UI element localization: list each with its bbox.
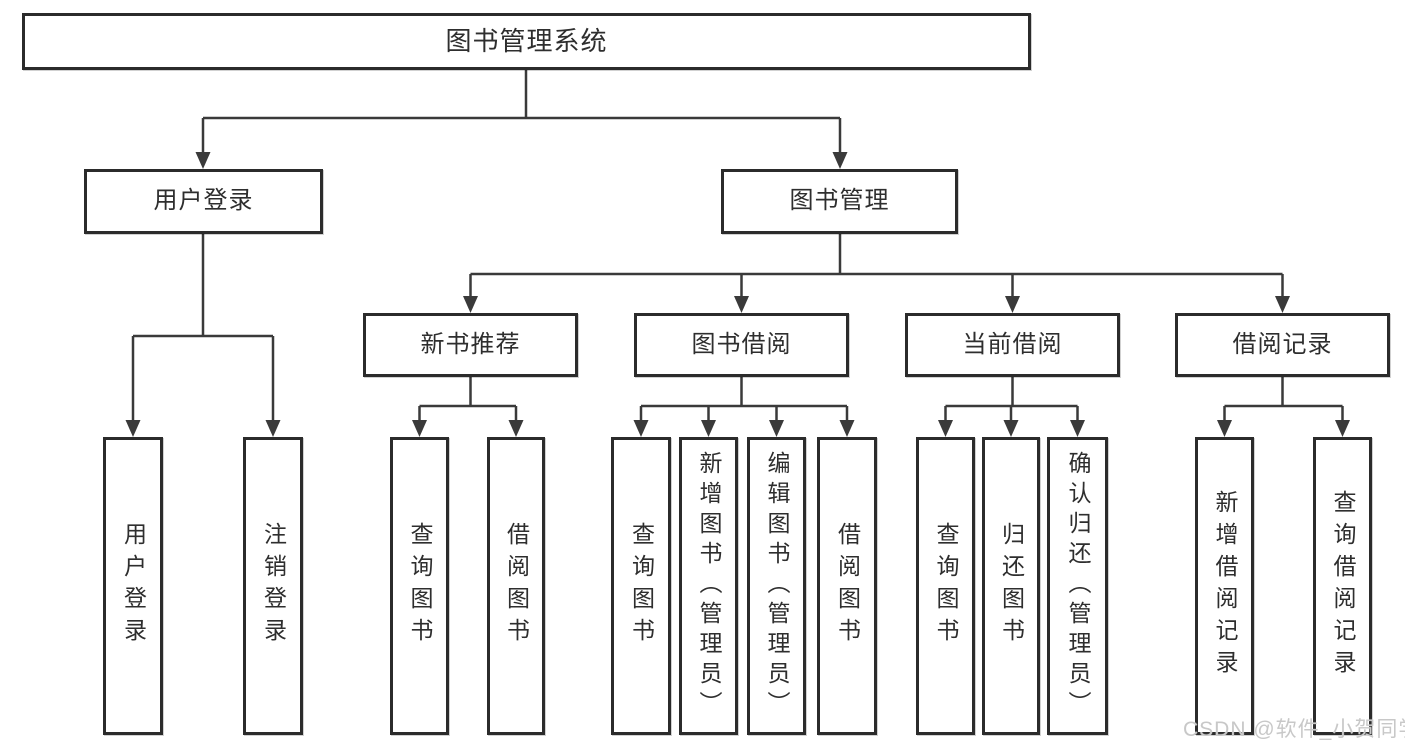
node-user-login: 用户登录	[84, 169, 323, 234]
node-bb-borrow-books: 借阅图书	[817, 437, 877, 735]
node-nb-query-books: 查询图书	[390, 437, 449, 735]
node-cb-query-books: 查询图书	[916, 437, 975, 735]
node-bb-query-books: 查询图书	[611, 437, 671, 735]
node-leaf-logout: 注销登录	[243, 437, 303, 735]
node-bb-add-books-admin: 新增图书（管理员）	[679, 437, 738, 735]
node-new-book-recommend: 新书推荐	[363, 313, 578, 377]
node-book-management: 图书管理	[721, 169, 958, 234]
node-nb-borrow-books: 借阅图书	[487, 437, 545, 735]
node-borrow-records: 借阅记录	[1175, 313, 1390, 377]
node-book-borrow: 图书借阅	[634, 313, 849, 377]
node-br-query-record: 查询借阅记录	[1313, 437, 1372, 735]
node-br-add-record: 新增借阅记录	[1195, 437, 1254, 735]
node-current-borrow: 当前借阅	[905, 313, 1120, 377]
node-leaf-user-login: 用户登录	[103, 437, 163, 735]
node-cb-return-books: 归还图书	[982, 437, 1040, 735]
node-cb-confirm-return-admin: 确认归还（管理员）	[1047, 437, 1108, 735]
node-bb-edit-books-admin: 编辑图书（管理员）	[747, 437, 806, 735]
watermark: CSDN @软件_小贺同学	[1183, 718, 1405, 741]
node-root: 图书管理系统	[22, 13, 1031, 70]
